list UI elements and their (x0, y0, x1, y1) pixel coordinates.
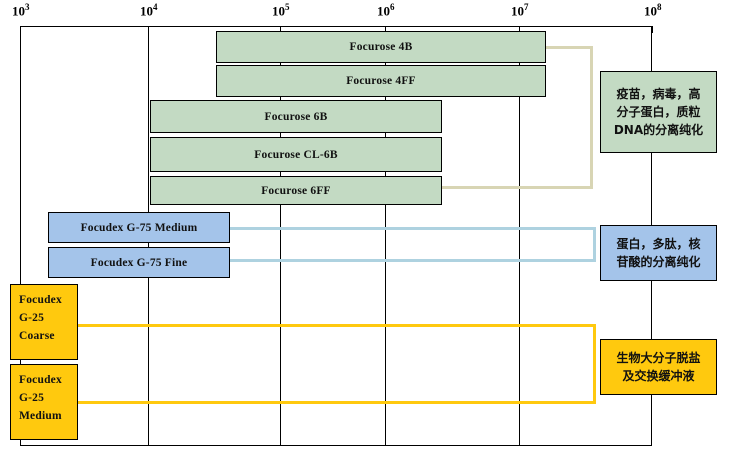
bar-focurose-6ff[interactable]: Focurose 6FF (150, 176, 442, 205)
bar-label: Focurose CL-6B (254, 148, 338, 161)
bar-label-line2: G-25 (19, 311, 45, 324)
callout-green-applications: 疫苗，病毒，高 分子蛋白，质粒 DNA的分离纯化 (600, 71, 717, 153)
callout-line2: 苷酸的分离纯化 (616, 255, 701, 269)
bar-label-line1: Focudex (19, 294, 62, 306)
callout-line1: 生物大分子脱盐 (616, 351, 701, 365)
bar-focudex-g25-medium[interactable]: Focudex G-25 Medium (10, 364, 78, 440)
axis-tick-label-1e5: 105 (272, 2, 290, 19)
bar-label-line2: G-25 (19, 391, 45, 404)
gridline-1e6 (385, 26, 386, 446)
bar-focurose-cl-6b[interactable]: Focurose CL-6B (150, 137, 442, 172)
bar-focudex-g75-medium[interactable]: Focudex G-75 Medium (48, 212, 230, 243)
bar-focudex-g25-coarse[interactable]: Focudex G-25 Coarse (10, 284, 78, 360)
bar-focudex-g75-fine[interactable]: Focudex G-75 Fine (48, 247, 230, 278)
axis-tick-1e8 (652, 26, 653, 33)
bar-label: Focudex G-75 Medium (80, 221, 198, 234)
callout-line3: DNA的分离纯化 (613, 123, 704, 137)
bar-label-line3: Coarse (19, 329, 55, 342)
callout-line1: 蛋白，多肽，核 (616, 237, 701, 251)
axis-tick-label-1e4: 104 (140, 2, 158, 19)
axis-tick-label-1e3: 103 (12, 2, 30, 19)
bar-focurose-4ff[interactable]: Focurose 4FF (216, 65, 546, 97)
bar-focurose-6b[interactable]: Focurose 6B (150, 100, 442, 133)
bar-label: Focurose 6FF (261, 184, 331, 197)
bracket-yellow-group (76, 324, 596, 404)
callout-yellow-applications: 生物大分子脱盐 及交换缓冲液 (600, 339, 717, 395)
x-axis-line (20, 26, 652, 27)
bar-label: Focudex G-75 Fine (90, 256, 188, 269)
axis-tick-label-1e8: 108 (644, 2, 662, 19)
callout-line2: 分子蛋白，质粒 (616, 105, 701, 119)
callout-line2: 及交换缓冲液 (622, 369, 695, 383)
axis-tick-label-1e7: 107 (511, 2, 529, 19)
gridline-1e7 (519, 26, 520, 446)
bar-label: Focurose 4FF (346, 75, 416, 87)
bar-label: Focurose 6B (264, 110, 328, 123)
callout-blue-applications: 蛋白，多肽，核 苷酸的分离纯化 (600, 225, 717, 281)
bar-label-line1: Focudex (19, 374, 62, 386)
gridline-1e5 (280, 26, 281, 446)
axis-tick-label-1e6: 106 (377, 2, 395, 19)
bar-label-line3: Medium (19, 409, 62, 422)
bar-focurose-4b[interactable]: Focurose 4B (216, 31, 546, 63)
callout-line1: 疫苗，病毒，高 (616, 87, 701, 101)
bracket-blue-group (228, 227, 596, 262)
bar-label: Focurose 4B (349, 41, 413, 53)
